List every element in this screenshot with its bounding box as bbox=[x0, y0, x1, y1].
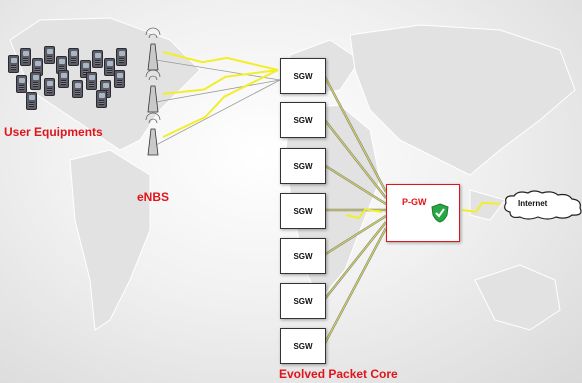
pgw-node[interactable]: P-GW bbox=[386, 184, 460, 242]
mobile-phone-icon bbox=[30, 72, 41, 90]
mobile-phone-icon bbox=[44, 46, 55, 64]
sgw-pgw-link bbox=[323, 221, 387, 301]
lightning-icon bbox=[461, 201, 501, 213]
sgw-node-1[interactable]: SGW bbox=[280, 58, 326, 94]
sgw-pgw-link bbox=[323, 227, 387, 346]
cell-tower-icon bbox=[145, 112, 161, 156]
lightning-icon bbox=[162, 51, 279, 71]
internet-cloud-icon bbox=[504, 190, 582, 220]
lightning-icon bbox=[345, 208, 383, 220]
cell-tower-icon bbox=[145, 69, 161, 113]
mobile-phone-icon bbox=[104, 58, 115, 76]
mobile-phone-icon bbox=[16, 75, 27, 93]
mobile-phone-icon bbox=[72, 80, 83, 98]
enb-sgw-link bbox=[155, 79, 281, 103]
enb-sgw-link bbox=[155, 79, 281, 146]
mobile-phone-icon bbox=[26, 92, 37, 110]
sgw-pgw-link bbox=[323, 118, 387, 199]
sgw-node-2[interactable]: SGW bbox=[280, 102, 326, 138]
mobile-phone-icon bbox=[20, 48, 31, 66]
sgw-pgw-link bbox=[323, 74, 387, 193]
mobile-phone-icon bbox=[96, 90, 107, 108]
lightning-icon bbox=[162, 69, 279, 95]
mobile-phone-icon bbox=[114, 70, 125, 88]
mobile-phone-icon bbox=[86, 72, 97, 90]
internet-label: Internet bbox=[518, 199, 548, 208]
evolved-packet-core-label: Evolved Packet Core bbox=[279, 367, 398, 381]
user-equipments-label: User Equipments bbox=[4, 125, 103, 139]
enbs-label: eNBS bbox=[137, 190, 170, 204]
shield-check-icon bbox=[431, 203, 449, 223]
mobile-phone-icon bbox=[92, 50, 103, 68]
mobile-phone-icon bbox=[116, 48, 127, 66]
mobile-phone-icon bbox=[8, 55, 19, 73]
mobile-phone-icon bbox=[44, 78, 55, 96]
mobile-phone-icon bbox=[68, 48, 79, 66]
sgw-node-4[interactable]: SGW bbox=[280, 193, 326, 229]
sgw-node-5[interactable]: SGW bbox=[280, 238, 326, 274]
sgw-node-6[interactable]: SGW bbox=[280, 283, 326, 319]
mobile-phone-icon bbox=[80, 60, 91, 78]
sgw-node-3[interactable]: SGW bbox=[280, 148, 326, 184]
wireless-links bbox=[162, 51, 501, 220]
sgw-pgw-link bbox=[323, 164, 387, 205]
sgw-pgw-link bbox=[323, 215, 387, 256]
enb-sgw-link bbox=[155, 59, 281, 81]
enb-towers bbox=[145, 27, 161, 156]
mobile-phone-icon bbox=[58, 70, 69, 88]
pgw-label: P-GW bbox=[402, 197, 427, 207]
sgw-node-7[interactable]: SGW bbox=[280, 328, 326, 364]
cell-tower-icon bbox=[145, 27, 161, 71]
lightning-icon bbox=[162, 69, 279, 138]
